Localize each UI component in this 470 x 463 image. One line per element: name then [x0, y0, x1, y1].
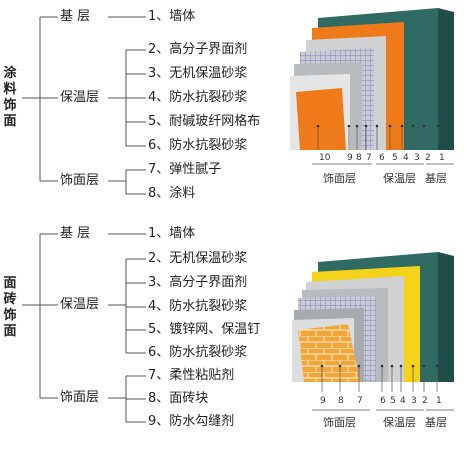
- layer-item: 5、耐碱玻纤网格布: [148, 114, 261, 129]
- figure-number: 2: [422, 396, 428, 406]
- caption-insulation: 保温层: [383, 172, 416, 185]
- section-title-tile: 面 砖 饰 面: [3, 276, 17, 339]
- figure-number: 5: [390, 396, 396, 406]
- layer-item: 2、高分子界面剂: [148, 42, 248, 57]
- caption-base: 基层: [425, 416, 447, 429]
- figure-number: 1: [436, 396, 442, 406]
- layer-item: 6、防水抗裂砂浆: [148, 345, 248, 360]
- caption-finish: 饰面层: [323, 172, 356, 185]
- layer-item: 2、无机保温砂浆: [148, 251, 248, 266]
- figure-number: 8: [356, 153, 362, 163]
- layer-item: 8、涂料: [148, 186, 196, 201]
- figure-number: 10: [319, 153, 331, 163]
- figure-number: 6: [379, 153, 385, 163]
- group-label-base: 基 层: [60, 9, 91, 24]
- caption-finish: 饰面层: [323, 416, 356, 429]
- group-label-insulation: 保温层: [60, 90, 100, 105]
- layer-tiles: [298, 324, 360, 382]
- figure-number: 7: [357, 396, 363, 406]
- figure-number: 8: [338, 396, 344, 406]
- layer-item: 1、墙体: [148, 9, 196, 24]
- layer-item: 7、柔性粘贴剂: [148, 368, 235, 383]
- figure-number: 4: [403, 153, 409, 163]
- caption-insulation: 保温层: [383, 416, 416, 429]
- caption-base: 基层: [425, 172, 447, 185]
- layer-item: 6、防水抗裂砂浆: [148, 138, 248, 153]
- layer-item: 9、防水勾缝剂: [148, 414, 235, 429]
- figure-number: 9: [347, 153, 353, 163]
- group-label-finish: 饰面层: [60, 173, 100, 188]
- layer-item: 3、无机保温砂浆: [148, 66, 248, 81]
- layer-item: 7、弹性腻子: [148, 162, 222, 177]
- layer-item: 8、面砖块: [148, 391, 209, 406]
- figure-number: 5: [392, 153, 398, 163]
- layer-wall-side: [438, 8, 454, 150]
- figure-number: 4: [400, 396, 406, 406]
- group-label-finish: 饰面层: [60, 390, 100, 405]
- figure-number: 1: [439, 153, 445, 163]
- group-label-insulation: 保温层: [60, 297, 100, 312]
- layer-coating: [296, 88, 346, 150]
- layer-item: 3、高分子界面剂: [148, 275, 248, 290]
- figure-number: 7: [366, 153, 372, 163]
- figure-number: 9: [320, 396, 326, 406]
- section-title-coating: 涂 料 饰 面: [3, 66, 17, 129]
- layer-item: 5、镀锌网、保温钉: [148, 322, 261, 337]
- layer-item: 1、墙体: [148, 226, 196, 241]
- layer-item: 4、防水抗裂砂浆: [148, 90, 248, 105]
- group-label-base: 基 层: [60, 226, 91, 241]
- layer-item: 4、防水抗裂砂浆: [148, 299, 248, 314]
- figure-number: 3: [411, 396, 417, 406]
- layer-wall-side: [438, 252, 454, 382]
- figure-number: 3: [414, 153, 420, 163]
- figure-number: 6: [380, 396, 386, 406]
- figure-number: 2: [425, 153, 431, 163]
